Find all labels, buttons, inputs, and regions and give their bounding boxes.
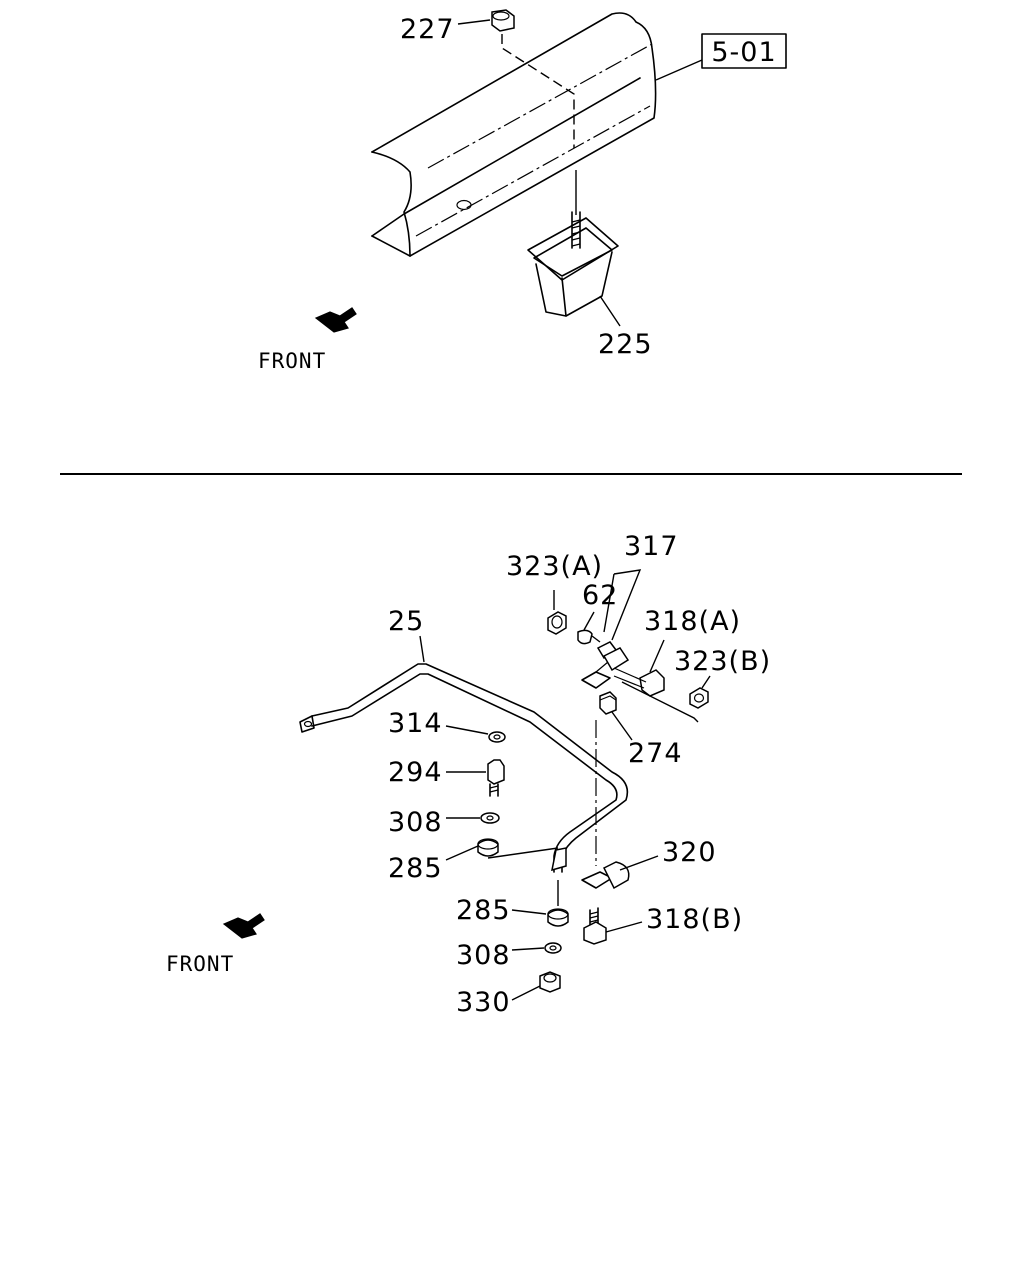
callout-317: 317: [624, 531, 679, 562]
frame-rail: [371, 12, 657, 257]
bumper-225: [527, 211, 619, 317]
callout-323b: 323(B): [674, 646, 771, 677]
callout-320: 320: [662, 837, 717, 868]
front-arrow-icon: [222, 913, 265, 939]
link-hardware-lower: [539, 880, 607, 993]
link-hardware-left: [477, 731, 506, 857]
callout-25: 25: [388, 606, 424, 637]
callout-285-lower: 285: [456, 895, 511, 926]
callout-274: 274: [628, 738, 683, 769]
callout-330: 330: [456, 987, 511, 1018]
callout-285-upper: 285: [388, 853, 443, 884]
callout-323a: 323(A): [506, 551, 603, 582]
callout-308-upper: 308: [388, 807, 443, 838]
callout-62: 62: [582, 580, 618, 611]
callout-225: 225: [598, 329, 653, 360]
callout-308-lower: 308: [456, 940, 511, 971]
callout-318a: 318(A): [644, 606, 741, 637]
top-assembly: 5-01 227 225 FRONT: [258, 9, 787, 373]
callout-318b: 318(B): [646, 904, 743, 935]
callout-314: 314: [388, 708, 443, 739]
callout-227: 227: [400, 14, 455, 45]
bottom-assembly: 317 323(A) 62 318(A) 323(B) 25 314 274 2…: [166, 531, 771, 1018]
front-label-bottom: FRONT: [166, 952, 234, 976]
reference-box-5-01: 5-01: [655, 33, 787, 81]
link-assembly-317: [547, 569, 709, 890]
front-label-top: FRONT: [258, 349, 326, 373]
front-arrow-icon: [314, 307, 357, 333]
stabilizer-bar-25: [299, 663, 629, 873]
nut-227: [491, 9, 515, 32]
reference-box-label: 5-01: [711, 37, 776, 68]
callout-294: 294: [388, 757, 443, 788]
